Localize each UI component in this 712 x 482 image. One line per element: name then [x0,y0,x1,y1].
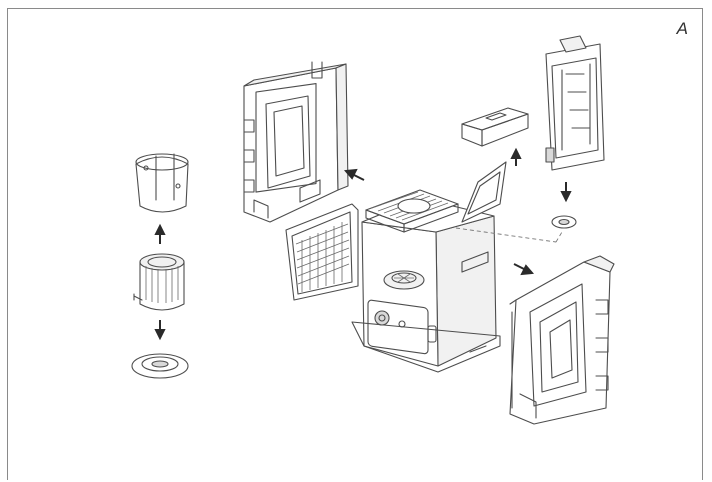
arrow-down-cap [560,182,572,203]
fuel-tank [545,35,605,171]
arrow-down-base-ring [154,320,166,341]
top-grille [365,189,459,233]
burner-assembly [133,253,185,311]
arrow-up-small-part [510,147,522,166]
tank-cover [461,161,507,223]
right-side-panel [509,255,615,425]
arrow-left-panel [343,168,365,181]
burner-base-ring [131,353,189,379]
alignment-line [455,227,563,243]
figure-corner-label: A [676,19,688,38]
figure-frame: A [7,8,703,480]
left-side-panel [243,61,349,223]
arrow-up-chimney [154,223,166,244]
arrow-right-panel [513,263,535,276]
small-top-part [461,107,529,147]
tank-cap [551,215,577,229]
burner-chimney [135,153,189,213]
front-door [285,203,359,301]
